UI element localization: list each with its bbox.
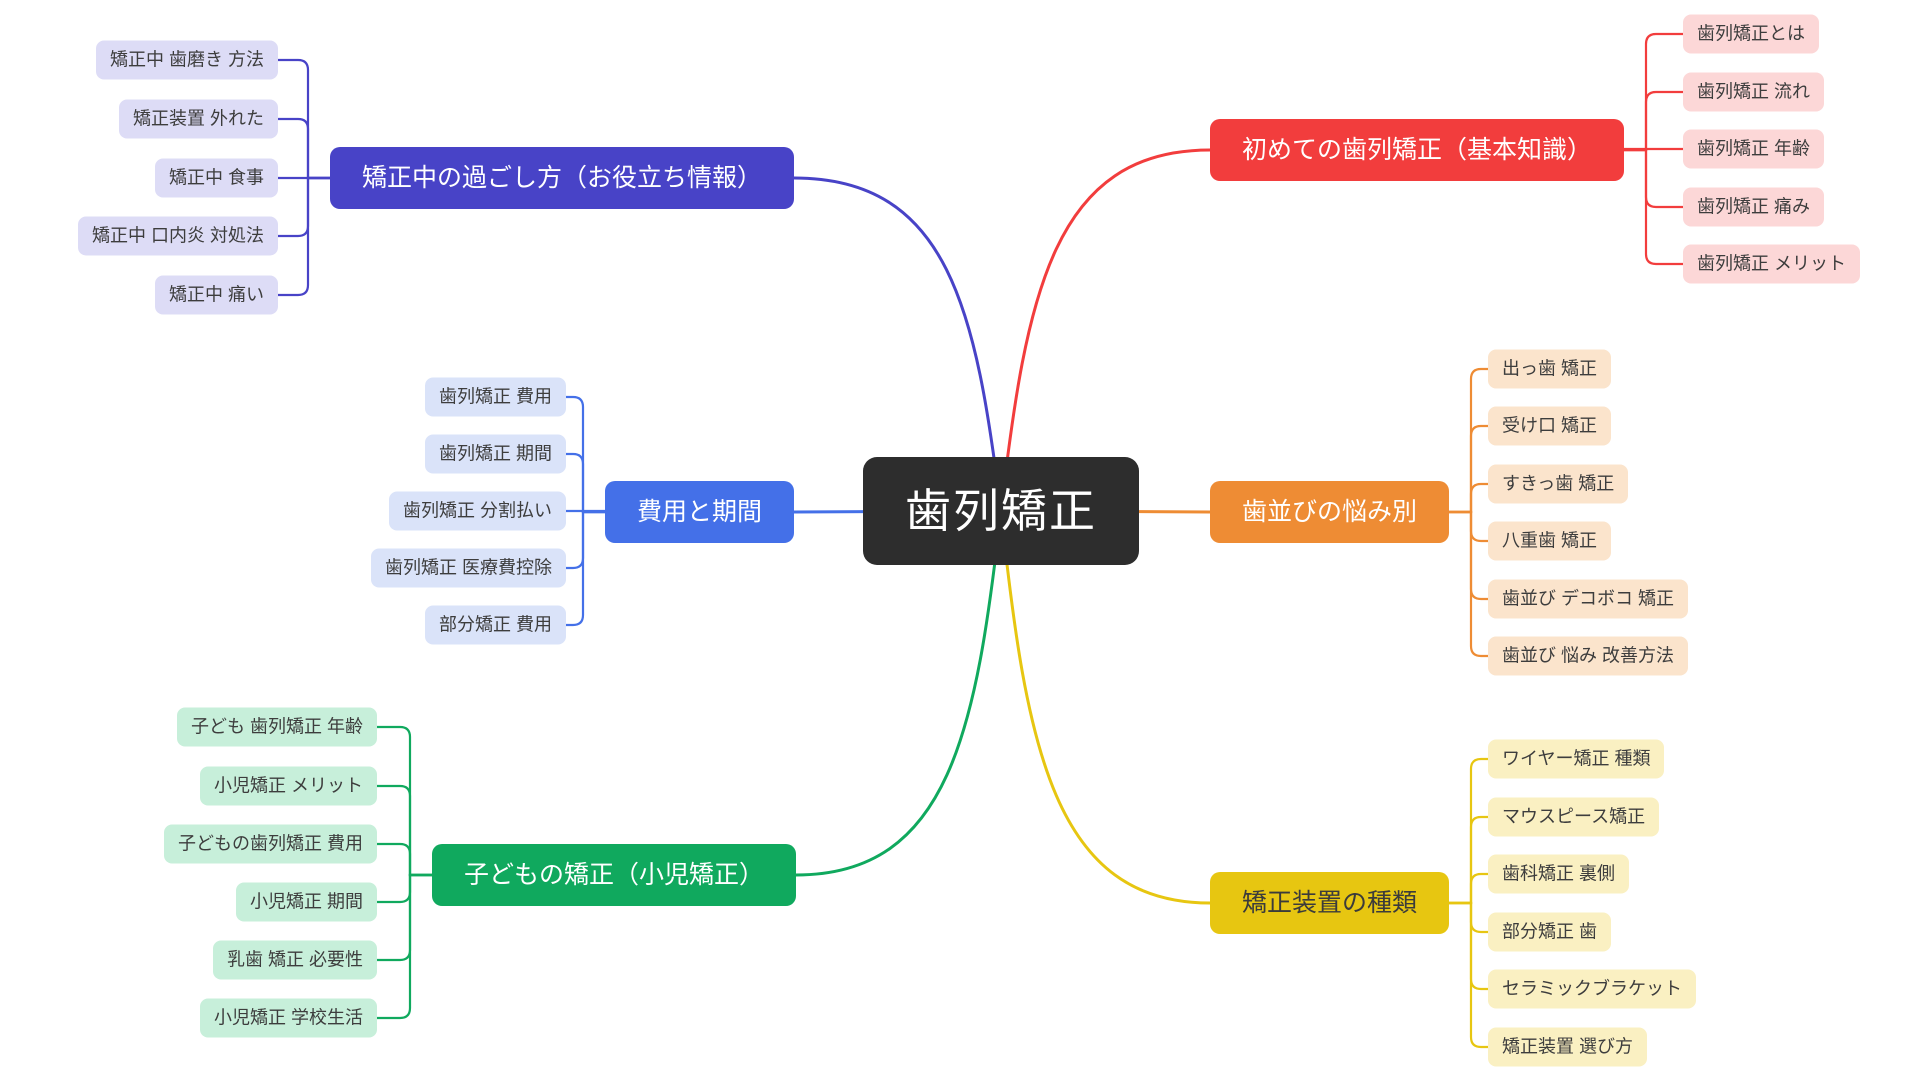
child-link [276,117,332,180]
child-node[interactable]: 乳歯 矯正 必要性 [212,940,377,980]
branch-node-5[interactable]: 歯並びの悩み別 [1210,481,1450,543]
child-link [276,58,332,180]
child-node[interactable]: 歯並び 悩み 改善方法 [1488,636,1689,676]
branch-node-6[interactable]: 矯正装置の種類 [1210,872,1450,934]
child-node[interactable]: 小児矯正 期間 [235,882,377,922]
child-link [1447,901,1490,1049]
child-link [1447,757,1490,905]
child-link [1447,424,1490,514]
child-node[interactable]: 歯列矯正 期間 [424,434,566,474]
child-node[interactable]: マウスピース矯正 [1488,797,1660,837]
child-node[interactable]: 歯列矯正 年齢 [1683,129,1825,169]
child-link [1622,148,1685,266]
child-node[interactable]: 八重歯 矯正 [1488,521,1612,561]
child-node[interactable]: 矯正中 食事 [154,158,278,198]
branch-node-2[interactable]: 費用と期間 [604,481,794,543]
child-node[interactable]: 歯列矯正 流れ [1683,72,1825,112]
child-node[interactable]: 受け口 矯正 [1488,406,1612,446]
child-node[interactable]: 子どもの歯列矯正 費用 [164,824,377,864]
child-node[interactable]: 歯列矯正 メリット [1683,244,1861,284]
child-link [564,395,607,514]
child-node[interactable]: 矯正装置 外れた [118,99,278,139]
child-node[interactable]: 小児矯正 メリット [199,766,377,806]
child-node[interactable]: 歯列矯正とは [1683,14,1819,54]
branch-link [999,148,1212,513]
child-node[interactable]: 小児矯正 学校生活 [199,998,377,1038]
child-link [564,510,607,627]
branch-node-1[interactable]: 矯正中の過ごし方（お役立ち情報） [329,147,794,209]
child-link [1447,872,1490,905]
child-link [1447,482,1490,514]
child-node[interactable]: 歯列矯正 痛み [1683,187,1825,227]
child-link [1622,90,1685,152]
center-node[interactable]: 歯列矯正 [863,457,1139,565]
child-node[interactable]: 歯科矯正 裏側 [1488,854,1630,894]
child-node[interactable]: すきっ歯 矯正 [1488,464,1629,504]
child-node[interactable]: 歯列矯正 費用 [424,377,566,417]
child-node[interactable]: セラミックブラケット [1488,969,1696,1009]
branch-node-4[interactable]: 初めての歯列矯正（基本知識） [1210,119,1625,181]
child-node[interactable]: 矯正中 歯磨き 方法 [95,40,278,80]
child-node[interactable]: 子ども 歯列矯正 年齢 [176,707,377,747]
child-node[interactable]: 矯正中 痛い [154,275,278,315]
branch-link [794,509,1003,877]
child-node[interactable]: 歯列矯正 分割払い [388,491,566,531]
branch-link [792,176,1003,513]
branch-link [999,509,1212,905]
child-node[interactable]: 矯正中 口内炎 対処法 [77,216,278,256]
child-link [1447,815,1490,905]
child-link [564,452,607,514]
child-link [375,725,434,877]
child-node[interactable]: ワイヤー矯正 種類 [1488,739,1665,779]
child-node[interactable]: 矯正装置 選び方 [1488,1027,1648,1067]
child-node[interactable]: 部分矯正 歯 [1488,912,1612,952]
child-link [1622,32,1685,152]
child-link [276,176,332,297]
child-link [1447,510,1490,658]
child-link [1447,367,1490,514]
child-node[interactable]: 部分矯正 費用 [424,605,566,645]
child-node[interactable]: 歯並び デコボコ 矯正 [1488,579,1689,619]
branch-node-3[interactable]: 子どもの矯正（小児矯正） [431,844,796,906]
child-link [375,784,434,877]
child-link [375,873,434,1020]
child-node[interactable]: 歯列矯正 医療費控除 [370,548,566,588]
child-link [375,842,434,877]
child-node[interactable]: 出っ歯 矯正 [1488,349,1612,389]
